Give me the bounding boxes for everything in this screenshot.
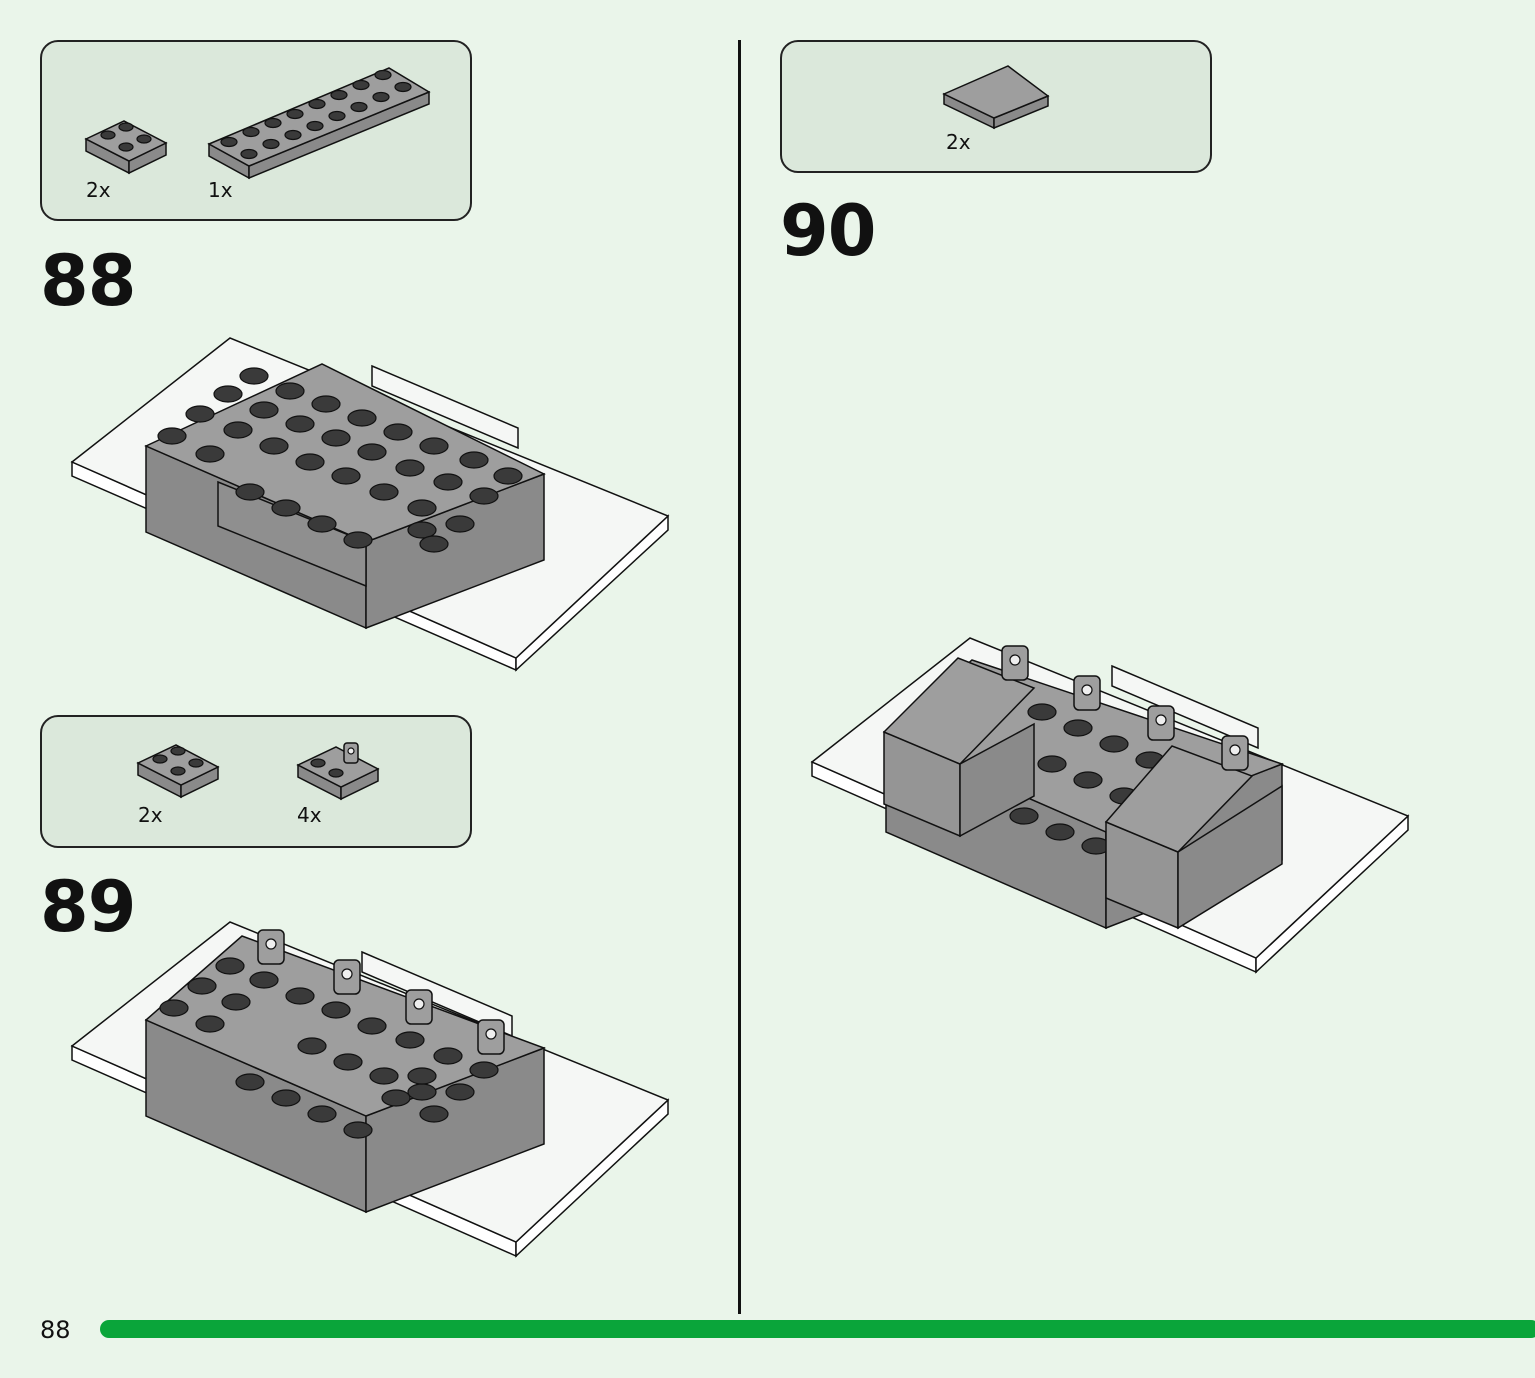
clip-icon [257, 929, 505, 1055]
build-illustration-step-89 [70, 921, 670, 1258]
build-illustration-step-88 [70, 337, 670, 672]
build-illustration-step-90 [810, 637, 1410, 974]
step-number: 90 [780, 190, 876, 272]
step-number: 89 [40, 866, 136, 948]
part-qty: 2x [86, 178, 111, 202]
part-qty: 2x [138, 803, 163, 827]
plate-2x8-icon [207, 67, 431, 180]
page-number: 88 [40, 1316, 71, 1344]
parts-box-step-88: 2x 1x [40, 40, 472, 221]
step-number: 88 [40, 240, 136, 322]
parts-box-step-90: 2x [780, 40, 1212, 173]
progress-bar [100, 1320, 1535, 1338]
plate-with-clip-icon [296, 742, 380, 801]
clip-icon [1001, 645, 1249, 771]
plate-2x2-icon [136, 744, 220, 799]
parts-box-step-89: 2x 4x [40, 715, 472, 848]
column-divider [738, 40, 741, 1314]
part-qty: 4x [297, 803, 322, 827]
part-qty: 1x [208, 178, 233, 202]
tile-2x3-icon [942, 65, 1050, 130]
plate-2x2-icon [84, 120, 168, 175]
part-qty: 2x [946, 130, 971, 154]
